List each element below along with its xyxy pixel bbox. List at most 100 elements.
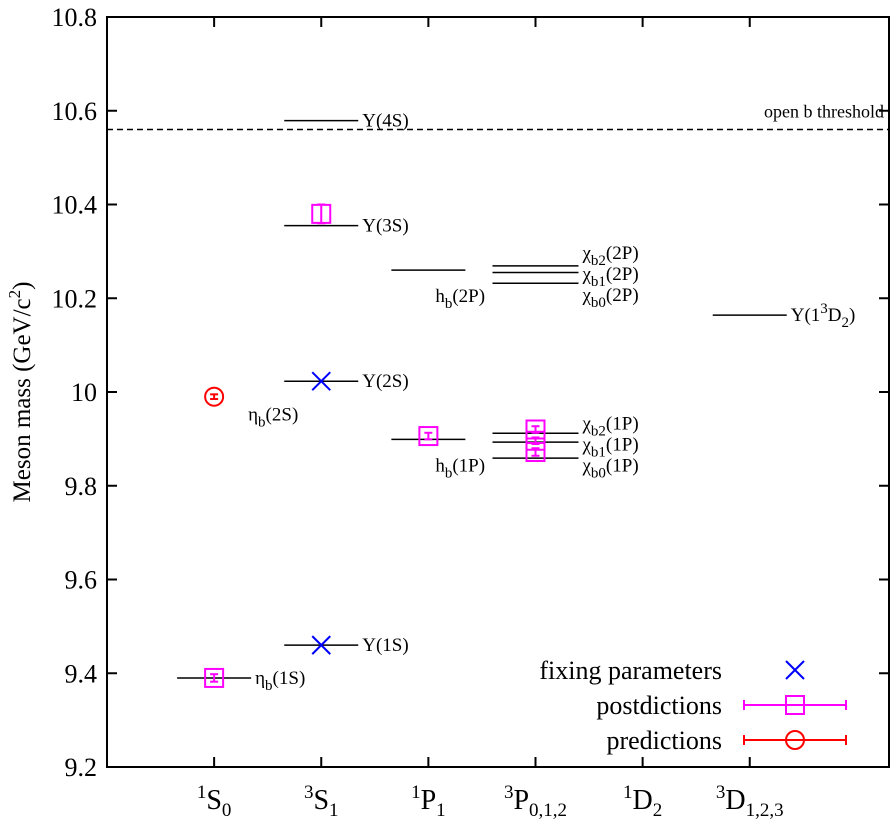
- square-marker: [204, 667, 225, 688]
- label-part: (1P): [606, 435, 639, 456]
- label-part: χ: [581, 435, 591, 456]
- label-part: h: [435, 286, 445, 307]
- x-tick-label: 1P1: [411, 782, 446, 821]
- label-part: b0: [591, 295, 606, 311]
- cross-marker: [311, 371, 331, 391]
- label-part: b1: [591, 445, 606, 461]
- square-marker: [525, 419, 546, 440]
- x-tick-sup: 3: [716, 782, 726, 803]
- label-part: χ: [581, 456, 591, 477]
- label-part: (2P): [452, 286, 485, 307]
- label-part: b: [258, 414, 266, 430]
- x-tick-sub: 1: [329, 800, 339, 821]
- label-part: b: [265, 678, 273, 694]
- label-part: Υ(1: [791, 305, 821, 326]
- label-part: χ: [581, 243, 591, 264]
- x-tick-base: S: [206, 785, 222, 816]
- label-part: b2: [591, 253, 606, 269]
- level-label: ηb(2S): [248, 404, 298, 430]
- label-part: (2P): [606, 285, 639, 306]
- label-part: χ: [581, 264, 591, 285]
- level-label: χb1(1P): [581, 435, 638, 461]
- y-axis-label: Meson mass (GeV/c2): [5, 282, 36, 503]
- label-part: (2P): [606, 243, 639, 264]
- level-label: Υ(13D2): [791, 301, 856, 331]
- label-part: η: [255, 668, 265, 689]
- x-tick-sup: 3: [504, 782, 514, 803]
- x-tick-label: 1D2: [623, 782, 662, 821]
- level-label: hb(2P): [435, 286, 485, 312]
- y-tick-label: 10.4: [52, 191, 98, 220]
- label-part: b: [445, 296, 453, 312]
- y-tick-label: 9.8: [65, 472, 98, 501]
- x-tick-base: D: [725, 785, 745, 816]
- y-tick-label: 9.4: [65, 659, 98, 688]
- x-tick-label: 3D1,2,3: [716, 782, 784, 821]
- legend: fixing parameters postdictions predictions: [539, 656, 847, 755]
- x-tick-sub: 1: [436, 800, 446, 821]
- label-part: χ: [581, 414, 591, 435]
- label-part: D: [828, 305, 842, 326]
- legend-label: fixing parameters: [539, 656, 722, 685]
- y-tick-label: 10.8: [52, 3, 98, 32]
- x-tick-sub: 0,1,2: [529, 800, 567, 821]
- x-tick-label: 1S0: [197, 782, 232, 821]
- threshold-label: open b threshold: [764, 102, 884, 122]
- cross-marker: [785, 660, 805, 680]
- x-tick-sub: 0: [222, 800, 232, 821]
- circle-marker: [785, 730, 805, 750]
- level-label: χb0(2P): [581, 285, 638, 311]
- x-tick-base: P: [421, 785, 437, 816]
- label-part: b2: [591, 424, 606, 440]
- x-tick-base: S: [313, 785, 329, 816]
- x-tick-base: D: [632, 785, 652, 816]
- label-part: ): [849, 305, 855, 326]
- y-tick-label: 9.2: [65, 753, 98, 782]
- x-tick-sub: 2: [653, 800, 663, 821]
- label-part: b: [445, 465, 453, 481]
- x-tick-sup: 1: [197, 782, 207, 803]
- level-label: ηb(1S): [255, 668, 305, 694]
- label-part: (1P): [606, 456, 639, 477]
- label-part: h: [435, 455, 445, 476]
- y-tick-label: 10.2: [52, 284, 98, 313]
- x-tick-label: 3P0,1,2: [504, 782, 567, 821]
- levels: ηb(1S)ηb(2S)Υ(1S)Υ(2S)Υ(3S)Υ(4S)hb(1P)hb…: [177, 111, 855, 694]
- level-label: χb1(2P): [581, 264, 638, 290]
- label-part: (2S): [266, 404, 299, 425]
- label-part: (1P): [606, 414, 639, 435]
- label-part: Υ(4S): [362, 111, 408, 132]
- axes: 9.29.49.69.81010.210.410.610.81S03S11P13…: [52, 3, 890, 821]
- square-marker: [418, 426, 439, 447]
- y-tick-label: 10.6: [52, 97, 98, 126]
- label-part: (1P): [452, 455, 485, 476]
- x-tick-sup: 1: [411, 782, 421, 803]
- y-tick-label: 9.6: [65, 566, 98, 595]
- x-tick-sup: 1: [623, 782, 633, 803]
- x-tick-base: P: [513, 785, 529, 816]
- x-tick-label: 3S1: [304, 782, 339, 821]
- level-label: χb0(1P): [581, 456, 638, 482]
- level-label: Υ(3S): [362, 216, 408, 237]
- label-part: 3: [820, 301, 828, 317]
- label-part: Υ(2S): [362, 371, 408, 392]
- label-part: Υ(3S): [362, 216, 408, 237]
- label-part: (1S): [273, 668, 306, 689]
- level-label: χb2(1P): [581, 414, 638, 440]
- label-part: 2: [842, 315, 850, 331]
- legend-label: postdictions: [596, 691, 722, 720]
- x-tick-sub: 1,2,3: [746, 800, 784, 821]
- level-label: Υ(4S): [362, 111, 408, 132]
- x-tick-sup: 3: [304, 782, 314, 803]
- label-part: (2P): [606, 264, 639, 285]
- label-part: χ: [581, 285, 591, 306]
- legend-label: predictions: [606, 726, 722, 755]
- y-tick-label: 10: [71, 378, 97, 407]
- level-label: Υ(1S): [362, 635, 408, 656]
- label-part: Υ(1S): [362, 635, 408, 656]
- label-part: η: [248, 404, 258, 425]
- data-marks: [204, 203, 546, 688]
- cross-marker: [311, 635, 331, 655]
- square-marker: [785, 695, 805, 715]
